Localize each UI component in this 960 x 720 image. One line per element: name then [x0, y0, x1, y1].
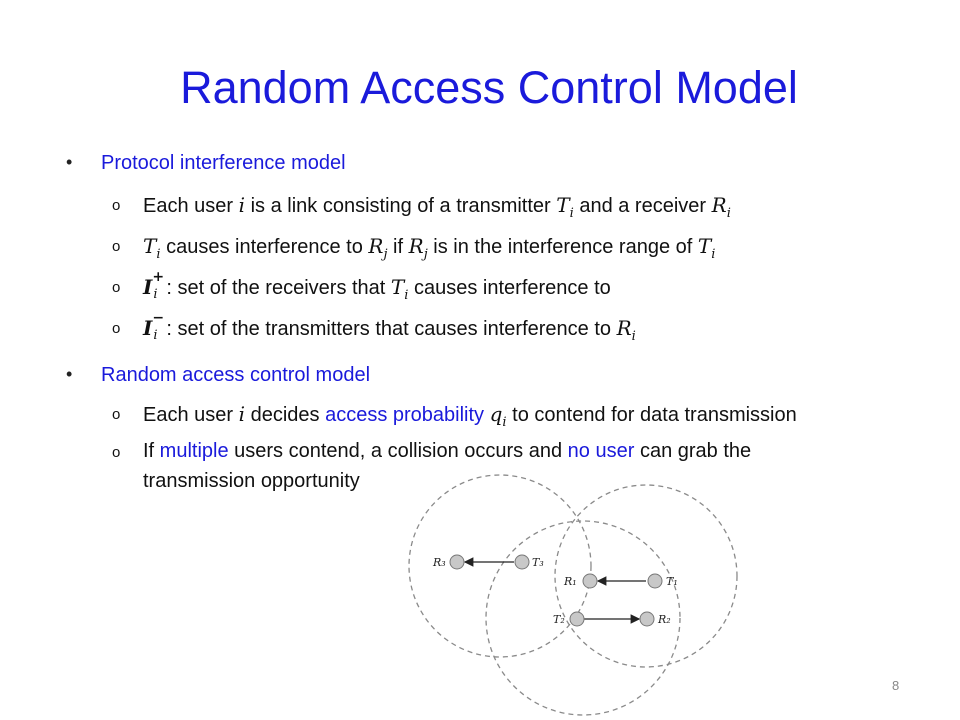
text-run: Each user — [143, 404, 239, 426]
sub-bullet-marker-icon: o — [112, 279, 121, 296]
text-run: decides — [245, 404, 326, 426]
text-run: causes interference to — [160, 236, 369, 258]
sub-bullet-text: I−i: set of the transmitters that causes… — [143, 310, 636, 344]
page-number: 8 — [892, 678, 900, 693]
sub-bullet-marker-icon: o — [112, 320, 121, 337]
interference-range-circle-t2 — [485, 520, 681, 716]
node-r3 — [449, 554, 465, 570]
text-run: to contend for data transmission — [506, 404, 797, 426]
text-run: users contend, a collision occurs and — [228, 440, 568, 462]
text-run: Each user — [143, 195, 239, 217]
label-r2: R₂ — [657, 613, 671, 626]
label-t2: T₂ — [553, 613, 565, 626]
supsub: −i — [152, 310, 166, 343]
math-var: q — [489, 402, 503, 426]
sub-bullet-text: Each user i is a link consisting of a tr… — [143, 193, 731, 221]
text-run: and a receiver — [573, 195, 712, 217]
bullet-dot-icon: • — [66, 364, 73, 384]
math-var: I — [143, 316, 153, 340]
text-run: : set of the transmitters that causes in… — [166, 318, 617, 340]
math-sup: − — [152, 309, 165, 326]
label-r3: R₃ — [432, 556, 446, 569]
node-t3 — [514, 554, 530, 570]
math-sub: i — [153, 327, 158, 343]
highlight-text: no user — [567, 440, 635, 462]
node-r1 — [582, 573, 598, 589]
math-var: T — [390, 275, 405, 299]
math-var: R — [368, 234, 384, 258]
text-run: is in the interference range of — [427, 236, 698, 258]
sub-bullet-text: transmission opportunity — [143, 470, 360, 492]
math-var: T — [143, 234, 157, 258]
node-t1 — [647, 573, 663, 589]
supsub: +i — [152, 269, 166, 302]
math-var: R — [408, 234, 424, 258]
text-run: is a link consisting of a transmitter — [245, 195, 557, 217]
math-sub: i — [404, 288, 409, 303]
math-sub: i — [502, 415, 507, 430]
math-var: I — [143, 275, 153, 299]
math-sub: i — [569, 206, 574, 221]
sub-bullet-marker-icon: o — [112, 238, 121, 255]
label-t1: T₁ — [666, 575, 678, 588]
math-var: T — [697, 234, 712, 258]
math-sub: j — [383, 247, 388, 262]
text-run: : set of the receivers that — [166, 277, 391, 299]
interference-range-circle-t1 — [554, 484, 738, 668]
text-run: can grab the — [634, 440, 752, 462]
math-sub: i — [156, 247, 161, 262]
math-var: T — [556, 193, 570, 217]
highlight-text: multiple — [159, 440, 229, 462]
interference-range-circle-t3 — [408, 474, 592, 658]
bullet-dot-icon: • — [66, 152, 73, 172]
math-var: i — [238, 193, 246, 217]
math-sub: i — [711, 247, 716, 262]
bullet-heading: Random access control model — [101, 364, 371, 386]
text-run: causes interference to — [408, 277, 611, 299]
bullet-heading: Protocol interference model — [101, 152, 346, 174]
node-r2 — [639, 611, 655, 627]
math-var: R — [616, 316, 632, 340]
label-t3: T₃ — [532, 556, 544, 569]
sub-bullet-text: I+i: set of the receivers that Ti causes… — [143, 269, 611, 303]
math-sub: i — [631, 329, 636, 344]
sub-bullet-text: If multiple users contend, a collision o… — [143, 440, 751, 463]
node-t2 — [569, 611, 585, 627]
math-sub: i — [726, 206, 731, 221]
slide-title: Random Access Control Model — [180, 62, 798, 113]
sub-bullet-text: Ti causes interference to Rj if Rj is in… — [143, 234, 715, 262]
interference-diagram: R₃ T₃ R₁ T₁ T₂ R₂ — [408, 474, 738, 716]
math-sub: i — [153, 286, 158, 302]
label-r1: R₁ — [563, 575, 577, 588]
text-run: If — [143, 440, 160, 462]
math-var: R — [711, 193, 727, 217]
sub-bullet-marker-icon: o — [112, 406, 121, 423]
sub-bullet-marker-icon: o — [112, 444, 121, 461]
math-var: i — [238, 402, 246, 426]
math-sub: j — [423, 247, 428, 262]
highlight-text: access probability — [325, 404, 485, 426]
math-sup: + — [152, 268, 165, 285]
sub-bullet-marker-icon: o — [112, 197, 121, 214]
text-run: if — [387, 236, 409, 258]
sub-bullet-text: Each user i decides access probability q… — [143, 402, 797, 430]
